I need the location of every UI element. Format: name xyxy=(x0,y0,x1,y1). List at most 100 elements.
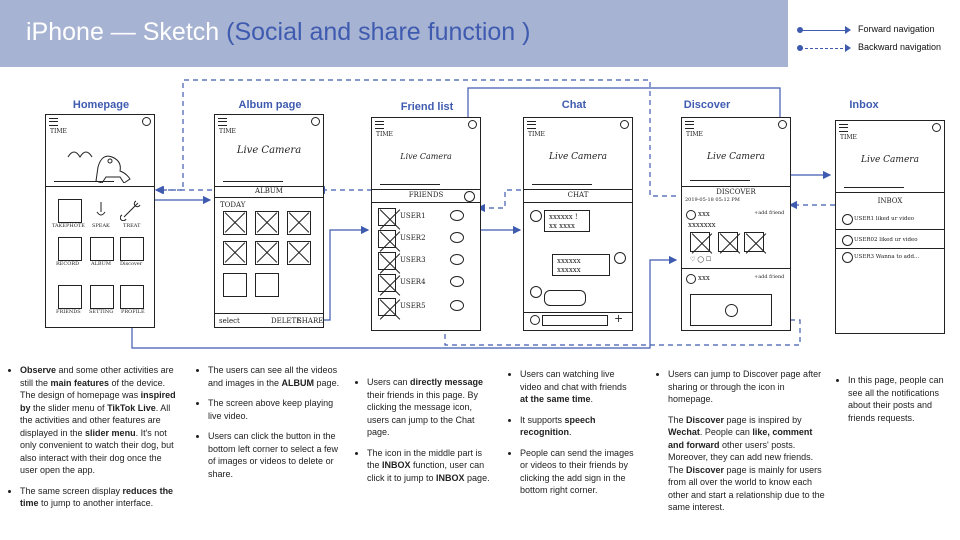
time-label: TIME xyxy=(840,134,857,141)
desc-item: In this page, people can see all the not… xyxy=(848,374,956,424)
add-friend-button[interactable]: +add friend xyxy=(754,274,785,280)
mic-icon[interactable] xyxy=(530,315,540,325)
post-date: 2019-05-18 05:12 PM xyxy=(685,197,740,203)
legend-forward: Forward navigation xyxy=(797,24,950,38)
menu-icon xyxy=(839,124,848,132)
album-thumb[interactable] xyxy=(223,241,247,265)
home-icon-label: RECORD xyxy=(56,261,80,267)
friend-avatar xyxy=(378,252,396,270)
legend: Forward navigation Backward navigation xyxy=(797,20,960,60)
post-image[interactable] xyxy=(744,232,764,252)
section-divider xyxy=(215,197,323,198)
select-button[interactable]: select xyxy=(219,317,240,325)
message-icon[interactable] xyxy=(450,254,464,265)
video-thumb-play-icon[interactable] xyxy=(255,273,279,297)
friend-name[interactable]: USER2 xyxy=(400,234,426,242)
video-divider xyxy=(215,186,323,187)
chat-input[interactable] xyxy=(542,315,608,326)
video-progress[interactable] xyxy=(844,187,904,188)
video-thumb-play-icon[interactable] xyxy=(223,273,247,297)
live-camera-label: Live Camera xyxy=(707,152,765,162)
post-image[interactable] xyxy=(718,232,738,252)
row-divider xyxy=(836,248,944,249)
post-image[interactable] xyxy=(690,232,710,252)
speak-icon[interactable] xyxy=(90,199,112,221)
message-icon[interactable] xyxy=(450,276,464,287)
legend-dot-icon xyxy=(797,27,803,33)
time-label: TIME xyxy=(686,131,703,138)
desc-item: Users can jump to Discover page after sh… xyxy=(668,368,828,406)
add-icon[interactable]: + xyxy=(614,312,624,325)
video-progress[interactable] xyxy=(532,184,592,185)
chat-section-title: CHAT xyxy=(567,191,589,199)
desc-item: People can send the images or videos to … xyxy=(520,447,635,497)
profile-icon xyxy=(778,120,787,129)
arrow-right-icon xyxy=(845,26,851,34)
desc-item: The same screen display reduces the time… xyxy=(20,485,180,510)
label-inbox: Inbox xyxy=(849,99,879,111)
desc-homepage: Observe and some other activities are st… xyxy=(10,364,180,518)
friends-section-title: FRIENDS xyxy=(408,191,444,199)
friend-avatar-icon xyxy=(530,286,542,298)
setting-icon[interactable] xyxy=(90,285,114,309)
album-thumb[interactable] xyxy=(287,211,311,235)
discover-section-title: DISCOVER xyxy=(716,188,756,196)
time-label: TIME xyxy=(50,128,67,135)
video-progress[interactable] xyxy=(380,184,440,185)
friend-avatar xyxy=(378,298,396,316)
play-icon[interactable] xyxy=(725,304,738,317)
video-progress[interactable] xyxy=(54,181,114,182)
menu-icon xyxy=(375,121,384,129)
live-camera-label: Live Camera xyxy=(549,152,607,162)
title-sub: (Social and share function ) xyxy=(226,18,531,46)
treat-icon[interactable] xyxy=(119,199,142,222)
friend-name[interactable]: USER3 xyxy=(400,256,426,264)
arrow-right-icon xyxy=(845,44,851,52)
message-icon[interactable] xyxy=(450,300,464,311)
poster-name: xxx xyxy=(698,274,710,282)
notification-item[interactable]: USER3 Wanna to add... xyxy=(854,254,920,260)
video-progress[interactable] xyxy=(223,181,283,182)
poster-avatar-icon xyxy=(686,210,696,220)
album-thumb[interactable] xyxy=(287,241,311,265)
message-icon[interactable] xyxy=(450,210,464,221)
friend-name[interactable]: USER1 xyxy=(400,212,426,220)
video-progress[interactable] xyxy=(690,180,750,181)
voice-message[interactable] xyxy=(544,290,586,306)
album-thumb[interactable] xyxy=(255,211,279,235)
legend-forward-label: Forward navigation xyxy=(858,24,935,34)
inbox-icon[interactable] xyxy=(464,191,475,202)
poster-name: xxx xyxy=(698,210,710,218)
share-button[interactable]: SHARE xyxy=(297,317,324,325)
album-thumb[interactable] xyxy=(223,211,247,235)
section-divider xyxy=(524,202,632,203)
friends-icon[interactable] xyxy=(58,285,82,309)
video-divider xyxy=(372,189,480,190)
record-icon[interactable] xyxy=(58,237,82,261)
label-chat: Chat xyxy=(561,99,587,111)
discover-icon[interactable] xyxy=(120,237,144,261)
album-thumb[interactable] xyxy=(255,241,279,265)
profile-menu-icon[interactable] xyxy=(120,285,144,309)
menu-icon xyxy=(49,118,58,126)
label-friend-list: Friend list xyxy=(400,101,454,113)
takephoto-icon[interactable] xyxy=(58,199,82,223)
profile-icon xyxy=(142,117,151,126)
notification-item[interactable]: USER02 liked ur video xyxy=(854,237,918,243)
friend-name[interactable]: USER4 xyxy=(400,278,426,286)
row-divider xyxy=(836,229,944,230)
add-friend-button[interactable]: +add friend xyxy=(754,210,785,216)
home-icon-label: PROFILE xyxy=(121,309,145,315)
desc-item: The users can see all the videos and ima… xyxy=(208,364,343,389)
desc-discover: Users can jump to Discover page after sh… xyxy=(658,368,828,522)
chat-bubble: xxxxxx ! xx xxxx xyxy=(544,210,590,232)
post-video[interactable] xyxy=(690,294,772,326)
friend-name[interactable]: USER5 xyxy=(400,302,426,310)
album-icon[interactable] xyxy=(90,237,114,261)
notification-item[interactable]: USER1 liked ur video xyxy=(854,216,915,222)
desc-chat: Users can watching live video and chat w… xyxy=(510,368,635,505)
message-icon[interactable] xyxy=(450,232,464,243)
like-comment-forward[interactable]: ♡ ◯ ☐ xyxy=(690,256,712,263)
delete-button[interactable]: DELETE xyxy=(271,317,302,325)
label-homepage: Homepage xyxy=(72,99,130,111)
